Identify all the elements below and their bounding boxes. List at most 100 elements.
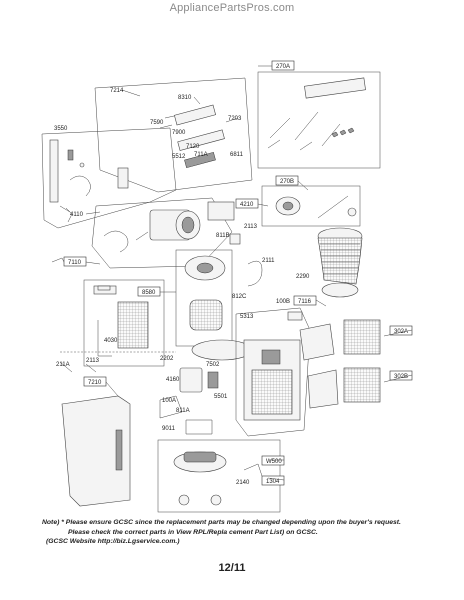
callout-label-boxed: 302A bbox=[389, 325, 413, 336]
replacement-note: Note) * Please ensure GCSC since the rep… bbox=[42, 518, 452, 547]
front-panel bbox=[61, 395, 131, 507]
callout-label-boxed: 302B bbox=[389, 370, 413, 381]
main-cabinet bbox=[235, 307, 311, 437]
svg-text:7502: 7502 bbox=[206, 362, 220, 368]
svg-text:211A: 211A bbox=[56, 362, 70, 368]
callout-label-boxed: 7210 bbox=[83, 376, 107, 387]
svg-text:5501: 5501 bbox=[214, 394, 228, 400]
svg-text:6811: 6811 bbox=[230, 152, 244, 158]
note-line: (GCSC Website http://biz.Lgservice.com.) bbox=[46, 538, 180, 545]
exhaust-hose bbox=[317, 227, 363, 298]
svg-text:1304: 1304 bbox=[266, 479, 280, 485]
callout-label: 6811 bbox=[230, 152, 244, 158]
callout-label: 812C bbox=[232, 294, 247, 300]
svg-text:2140: 2140 bbox=[236, 480, 250, 486]
callout-label: 711A bbox=[194, 152, 208, 158]
callout-label: 811B bbox=[216, 233, 230, 239]
svg-text:2290: 2290 bbox=[296, 274, 310, 280]
callout-label: 7590 bbox=[150, 120, 164, 126]
svg-text:4110: 4110 bbox=[70, 212, 84, 218]
top-accessory-group bbox=[94, 77, 253, 193]
callout-label: 5501 bbox=[214, 394, 228, 400]
callout-label: 7214 bbox=[110, 88, 124, 94]
callout-label-boxed: 7110 bbox=[63, 256, 87, 267]
callout-label: 2290 bbox=[296, 274, 310, 280]
callout-labels: 7214 8310 7203 7590 7900 7120 5512 711A … bbox=[54, 60, 413, 486]
svg-text:270B: 270B bbox=[280, 179, 294, 185]
svg-text:7590: 7590 bbox=[150, 120, 164, 126]
blower-accessory-box bbox=[261, 185, 361, 227]
callout-label: 5313 bbox=[240, 314, 254, 320]
svg-text:2202: 2202 bbox=[160, 356, 174, 362]
fan-assembly bbox=[175, 249, 263, 361]
svg-text:8580: 8580 bbox=[142, 290, 156, 296]
svg-text:4030: 4030 bbox=[104, 338, 118, 344]
callout-label: 2202 bbox=[160, 356, 174, 362]
note-line: Note) * Please ensure GCSC since the rep… bbox=[42, 519, 401, 526]
svg-text:W500: W500 bbox=[266, 459, 282, 465]
svg-text:3550: 3550 bbox=[54, 126, 68, 132]
callout-label: 100A bbox=[162, 398, 176, 404]
svg-text:302B: 302B bbox=[394, 374, 408, 380]
callout-label: 4160 bbox=[166, 377, 180, 383]
misc-connectors bbox=[51, 207, 111, 373]
svg-text:8310: 8310 bbox=[178, 95, 192, 101]
callout-label: 2113 bbox=[86, 358, 100, 364]
callout-label: 100B bbox=[276, 299, 290, 305]
svg-text:5512: 5512 bbox=[172, 154, 186, 160]
callout-label: 4110 bbox=[70, 212, 84, 218]
svg-text:4210: 4210 bbox=[240, 202, 254, 208]
svg-text:7110: 7110 bbox=[68, 260, 82, 266]
svg-text:7214: 7214 bbox=[110, 88, 124, 94]
svg-text:7120: 7120 bbox=[186, 144, 200, 150]
callout-label-boxed: W500 bbox=[261, 455, 285, 466]
page-number: 12/11 bbox=[218, 562, 246, 574]
callout-label: 7900 bbox=[172, 130, 186, 136]
callout-label-boxed: 270B bbox=[275, 175, 299, 186]
callout-label: 9011 bbox=[162, 426, 176, 432]
callout-label: 211A bbox=[56, 362, 70, 368]
callout-label: 2140 bbox=[236, 480, 250, 486]
air-filter-lower bbox=[307, 367, 381, 409]
svg-text:4160: 4160 bbox=[166, 377, 180, 383]
svg-text:9011: 9011 bbox=[162, 426, 176, 432]
base-pan-group bbox=[157, 439, 281, 513]
svg-text:811A: 811A bbox=[176, 408, 190, 414]
svg-text:811B: 811B bbox=[216, 233, 230, 239]
callout-label-boxed: 4210 bbox=[235, 198, 259, 209]
svg-text:812C: 812C bbox=[232, 294, 247, 300]
callout-label: 811A bbox=[176, 408, 190, 414]
callout-label-boxed: 8580 bbox=[137, 286, 161, 297]
left-control-group bbox=[41, 127, 177, 229]
accessory-kit-box bbox=[257, 71, 381, 169]
svg-text:711A: 711A bbox=[194, 152, 208, 158]
callout-label: 2113 bbox=[244, 224, 258, 230]
callout-label: 7120 bbox=[186, 144, 200, 150]
drain-pump-group bbox=[159, 367, 219, 435]
svg-text:2111: 2111 bbox=[262, 258, 275, 264]
svg-text:7210: 7210 bbox=[88, 380, 102, 386]
site-watermark: AppliancePartsPros.com bbox=[169, 2, 295, 14]
svg-text:5313: 5313 bbox=[240, 314, 254, 320]
note-line: Please check the correct parts in View R… bbox=[68, 528, 318, 536]
callout-label: 4030 bbox=[104, 338, 118, 344]
callout-label-boxed: 270A bbox=[271, 60, 295, 71]
callout-label: 3550 bbox=[54, 126, 68, 132]
callout-label-boxed: 7116 bbox=[293, 295, 317, 306]
callout-label: 2111 bbox=[262, 258, 275, 264]
callout-label: 5512 bbox=[172, 154, 186, 160]
svg-text:7116: 7116 bbox=[298, 299, 312, 305]
svg-text:2113: 2113 bbox=[86, 358, 100, 364]
svg-text:2113: 2113 bbox=[244, 224, 258, 230]
air-filter-upper bbox=[299, 319, 381, 361]
svg-text:100B: 100B bbox=[276, 299, 290, 305]
callout-label: 8310 bbox=[178, 95, 192, 101]
svg-text:100A: 100A bbox=[162, 398, 176, 404]
svg-text:7900: 7900 bbox=[172, 130, 186, 136]
callout-label: 7502 bbox=[206, 362, 220, 368]
svg-text:302A: 302A bbox=[394, 329, 408, 335]
svg-text:270A: 270A bbox=[276, 64, 290, 70]
leader-lines bbox=[85, 65, 413, 481]
callout-label-boxed: 1304 bbox=[261, 475, 285, 486]
